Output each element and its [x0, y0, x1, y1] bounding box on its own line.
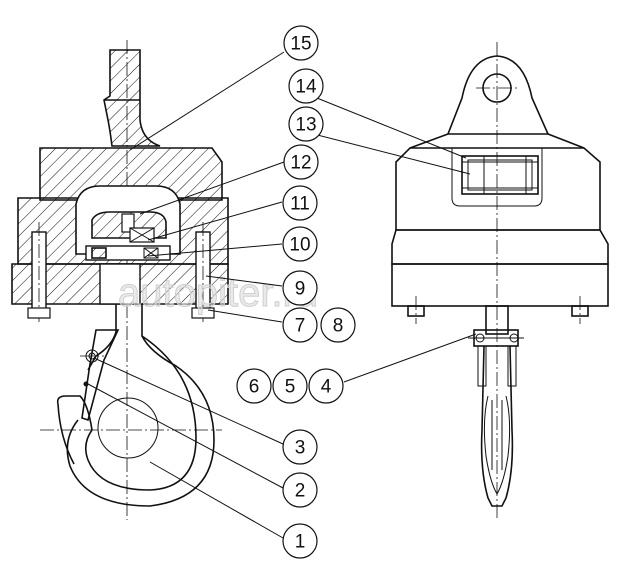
callout-10: 10 — [282, 226, 318, 262]
callout-9: 9 — [282, 270, 318, 306]
side-view — [391, 42, 609, 520]
callout-label: 6 — [249, 377, 260, 398]
callout-14: 14 — [288, 68, 324, 104]
callout-label: 10 — [289, 235, 310, 256]
callout-7: 7 — [282, 307, 318, 343]
callout-3: 3 — [282, 429, 318, 465]
callout-13: 13 — [288, 106, 324, 142]
callout-6: 6 — [236, 368, 272, 404]
callout-label: 4 — [321, 377, 332, 398]
callout-15: 15 — [283, 25, 319, 61]
callout-8: 8 — [320, 307, 356, 343]
callout-label: 13 — [295, 115, 316, 136]
callout-label: 2 — [295, 481, 306, 502]
callout-label: 11 — [290, 194, 310, 215]
callout-11: 11 — [282, 185, 318, 221]
callout-label: 15 — [290, 34, 311, 55]
callout-label: 1 — [295, 532, 306, 553]
callout-label: 3 — [295, 438, 306, 459]
callout-1: 1 — [282, 523, 318, 559]
callout-2: 2 — [282, 472, 318, 508]
leader-lines — [87, 51, 477, 539]
section-view — [11, 40, 229, 520]
callout-12: 12 — [283, 144, 319, 180]
callout-label: 12 — [290, 153, 311, 174]
callout-label: 7 — [295, 316, 306, 337]
callout-label: 9 — [295, 279, 306, 300]
callout-label: 5 — [285, 377, 296, 398]
callout-label: 8 — [333, 316, 344, 337]
callout-4: 4 — [308, 368, 344, 404]
callout-5: 5 — [272, 368, 308, 404]
callout-label: 14 — [295, 77, 317, 98]
